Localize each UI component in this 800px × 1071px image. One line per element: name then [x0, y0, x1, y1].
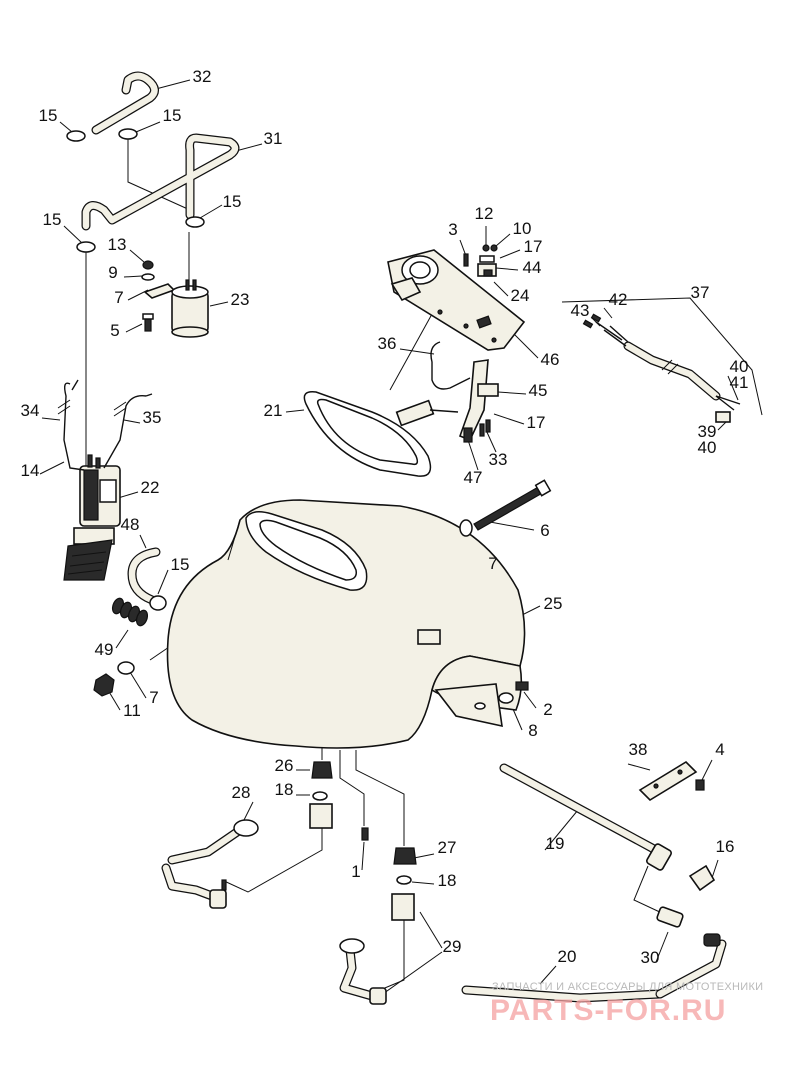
- callout-c-47: 47: [464, 468, 483, 487]
- tank-hardware: [93, 479, 552, 704]
- watermark-logo: PARTS-FOR.RU: [490, 994, 726, 1027]
- callout-c-23: 23: [231, 290, 250, 309]
- fuel-line-28: [161, 819, 259, 909]
- callout-c-48: 48: [121, 515, 140, 534]
- callout-c-8: 8: [528, 721, 537, 740]
- callout-c-21: 21: [264, 401, 283, 420]
- pump-hose-48: [127, 547, 167, 611]
- callout-c-44: 44: [523, 258, 542, 277]
- callout-c-13: 13: [108, 235, 127, 254]
- callout-c-38: 38: [629, 740, 648, 759]
- callout-c-42: 42: [609, 290, 628, 309]
- callout-c-12: 12: [475, 204, 494, 223]
- callout-c-46: 46: [541, 350, 560, 369]
- callout-c-18a: 18: [275, 780, 294, 799]
- vent-hose-31: [81, 133, 240, 231]
- callout-c-24: 24: [511, 286, 530, 305]
- callout-c-7b: 7: [488, 554, 497, 573]
- callout-c-49: 49: [95, 640, 114, 659]
- pump-wires: [57, 379, 153, 471]
- callout-c-2: 2: [543, 700, 552, 719]
- watermark: ЗАПЧАСТИ И АКСЕССУАРЫ ДЛЯ МОТОТЕХНИКИ PA…: [490, 981, 763, 1027]
- callout-c-15b: 15: [163, 106, 182, 125]
- callout-c-34: 34: [21, 401, 40, 420]
- fuel-fittings: [309, 761, 417, 921]
- watermark-caption: ЗАПЧАСТИ И АКСЕССУАРЫ ДЛЯ МОТОТЕХНИКИ: [492, 981, 763, 993]
- callout-c-30: 30: [641, 948, 660, 967]
- callout-c-45: 45: [529, 381, 548, 400]
- callout-c-41: 41: [730, 373, 749, 392]
- hose-clamp-icon: [66, 128, 205, 253]
- wiring-harness: [582, 313, 741, 423]
- crossover-line: [461, 763, 727, 1003]
- callout-c-14: 14: [21, 461, 40, 480]
- vapor-canister: [171, 279, 209, 338]
- callout-c-20: 20: [558, 947, 577, 966]
- callout-c-26: 26: [275, 756, 294, 775]
- spring-49: [111, 597, 149, 627]
- callout-c-10: 10: [513, 219, 532, 238]
- callout-c-40b: 40: [698, 438, 717, 457]
- sender-gasket: [303, 391, 432, 477]
- callout-c-15c: 15: [223, 192, 242, 211]
- callout-c-29: 29: [443, 937, 462, 956]
- sender-hardware: [463, 244, 498, 277]
- callout-c-7c: 7: [149, 688, 158, 707]
- callout-c-9: 9: [108, 263, 117, 282]
- callout-c-3: 3: [448, 220, 457, 239]
- callout-c-32: 32: [193, 67, 212, 86]
- fuel-line-29: [339, 938, 387, 1005]
- callout-c-22: 22: [141, 478, 160, 497]
- callout-c-5: 5: [110, 321, 119, 340]
- callout-c-37: 37: [691, 283, 710, 302]
- callout-c-17a: 17: [524, 237, 543, 256]
- fuel-pump-assembly: [63, 454, 121, 581]
- callout-c-15e: 15: [171, 555, 190, 574]
- callout-c-4: 4: [715, 740, 724, 759]
- sending-unit-plate: [387, 249, 526, 351]
- fuel-tank: [166, 499, 526, 749]
- callout-c-7a: 7: [114, 288, 123, 307]
- callout-c-43: 43: [571, 301, 590, 320]
- callout-c-28: 28: [232, 783, 251, 802]
- callout-c-35: 35: [143, 408, 162, 427]
- callout-c-11: 11: [123, 701, 141, 720]
- callout-c-40a: 40: [730, 357, 749, 376]
- vent-hose-32: [91, 71, 159, 135]
- callout-c-18b: 18: [438, 871, 457, 890]
- callout-c-17b: 17: [527, 413, 546, 432]
- callout-c-31: 31: [264, 129, 283, 148]
- callout-c-15a: 15: [39, 106, 58, 125]
- small-hardware: [141, 260, 176, 332]
- callout-c-25: 25: [544, 594, 563, 613]
- callout-c-27: 27: [438, 838, 457, 857]
- callout-c-1: 1: [351, 862, 360, 881]
- callout-c-16: 16: [716, 837, 735, 856]
- callout-c-36: 36: [378, 334, 397, 353]
- callout-c-19: 19: [546, 834, 565, 853]
- callout-c-6: 6: [540, 521, 549, 540]
- fuel-level-sender: [395, 341, 499, 443]
- callout-c-15d: 15: [43, 210, 62, 229]
- mount-bracket-38: [638, 760, 705, 802]
- callout-c-33: 33: [489, 450, 508, 469]
- callout-c-39: 39: [698, 422, 717, 441]
